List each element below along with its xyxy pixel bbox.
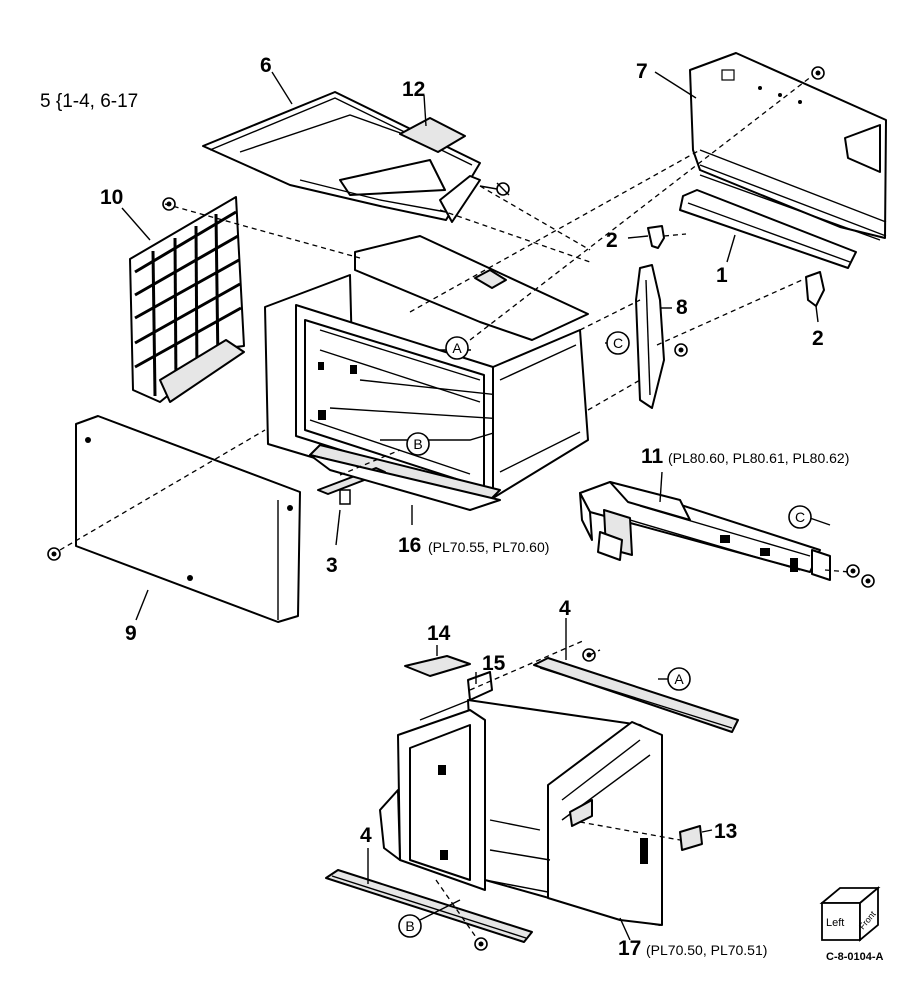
callout-6: 6 xyxy=(260,54,272,77)
callout-3: 3 xyxy=(326,554,338,577)
connector-a-tray: A xyxy=(667,667,691,691)
screw-icon xyxy=(479,182,510,196)
callout-14: 14 xyxy=(427,622,451,645)
connector-a-frame: A xyxy=(445,336,469,360)
connector-c-drive: C xyxy=(788,505,812,529)
callout-11: 11 xyxy=(641,445,664,468)
part-2-clip-right xyxy=(805,271,825,323)
callout-17-ref: (PL70.50, PL70.51) xyxy=(646,942,767,958)
part-9-side-panel xyxy=(75,415,301,623)
screw-icon xyxy=(582,648,596,662)
part-1-rail xyxy=(679,189,857,269)
callout-16-ref: (PL70.55, PL70.60) xyxy=(428,539,549,555)
part-4-upper-rail xyxy=(533,618,739,733)
callout-10: 10 xyxy=(100,186,123,209)
callout-13: 13 xyxy=(714,820,737,843)
callout-17: 17 xyxy=(618,937,641,960)
callout-4-lower: 4 xyxy=(360,824,372,847)
assembly-lines xyxy=(59,75,851,941)
callout-11-ref: (PL80.60, PL80.61, PL80.62) xyxy=(668,450,849,466)
screw-icon xyxy=(846,564,860,578)
part-11-drive-assembly xyxy=(579,471,831,581)
screw-icon xyxy=(811,66,825,80)
part-8-bracket xyxy=(635,264,672,409)
callout-2-right: 2 xyxy=(812,327,824,350)
part-17-drawer xyxy=(379,699,663,941)
part-16-base-plate xyxy=(309,454,501,525)
part-13-label xyxy=(679,825,713,851)
svg-text:B: B xyxy=(405,918,414,934)
screw-icon xyxy=(674,343,688,357)
diagram-code: C-8-0104-A xyxy=(826,951,884,963)
callout-4-upper: 4 xyxy=(559,597,571,620)
part-10-grid-panel xyxy=(121,196,245,403)
kit-label: 5 {1-4, 6-17 xyxy=(40,91,138,112)
part-7-rear-cover xyxy=(654,52,887,241)
screw-icon xyxy=(47,547,61,561)
callout-2-left: 2 xyxy=(606,229,618,252)
callout-9: 9 xyxy=(125,622,137,645)
part-12-label xyxy=(399,94,466,153)
connector-b-frame: B xyxy=(406,432,430,456)
callout-8: 8 xyxy=(676,296,688,319)
connector-c-frame: C xyxy=(606,331,630,355)
orientation-cube-icon: Left Front xyxy=(819,886,881,942)
callout-16: 16 xyxy=(398,534,421,557)
screw-icon xyxy=(861,574,875,588)
part-14-label xyxy=(404,645,471,677)
callout-15: 15 xyxy=(482,652,506,675)
screw-icon xyxy=(474,937,488,951)
main-frame xyxy=(264,235,589,501)
svg-text:C: C xyxy=(613,335,623,351)
svg-text:B: B xyxy=(413,436,422,452)
svg-text:A: A xyxy=(674,671,684,687)
svg-text:A: A xyxy=(452,340,462,356)
connector-b-tray: B xyxy=(398,914,422,938)
part-6-top-cover xyxy=(202,71,481,223)
svg-text:C: C xyxy=(795,509,805,525)
svg-text:Left: Left xyxy=(826,917,844,929)
callout-12: 12 xyxy=(402,78,425,101)
callout-7: 7 xyxy=(636,60,648,83)
callout-1: 1 xyxy=(716,264,728,287)
part-2-clip-left xyxy=(627,225,665,249)
part-4-lower-rail xyxy=(325,848,533,943)
screw-icon xyxy=(162,197,176,211)
